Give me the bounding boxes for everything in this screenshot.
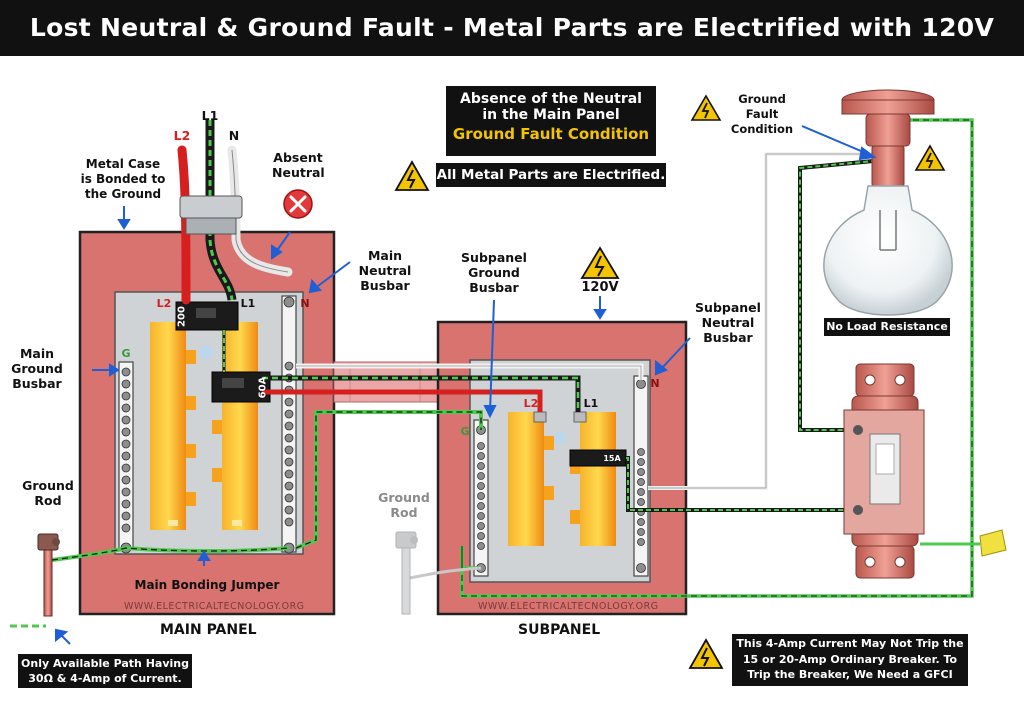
electrified-box: All Metal Parts are Electrified.: [436, 163, 666, 187]
metal-case-label: Metal Case is Bonded to the Ground: [80, 157, 166, 201]
sub-l1-tag: L1: [583, 397, 599, 410]
subpanel-neutral-busbar-label: Subpanel Neutral Busbar: [695, 300, 761, 345]
main-ground-busbar-label: Main Ground Busbar: [11, 346, 63, 391]
only-path-note: Only Available Path Having 30Ω & 4-Amp o…: [18, 654, 192, 688]
sub-g-tag: G: [460, 425, 470, 438]
red-x-icon: [283, 189, 313, 219]
main-neutral-busbar-label: Main Neutral Busbar: [358, 248, 412, 293]
main-l1-tag: L1: [240, 297, 256, 310]
ground-fault-condition-label: Ground Fault Condition: [730, 92, 794, 136]
l1-top-label: L1: [201, 108, 219, 123]
warning-icon: [688, 638, 724, 669]
website-main: WWW.ELECTRICALTECNOLOGY.ORG: [124, 601, 305, 612]
subpanel: [436, 320, 688, 616]
l2-top-label: L2: [173, 128, 191, 143]
condition-line3: Ground Fault Condition: [452, 125, 650, 143]
main-breaker-200-tag: 200: [176, 306, 188, 327]
warning-icon: [914, 144, 946, 171]
subpanel-ground-busbar-label: Subpanel Ground Busbar: [461, 250, 527, 295]
sub-l2-tag: L2: [523, 397, 539, 410]
wire-nut-icon: [979, 529, 1007, 557]
ground-rod-sub-label: Ground Rod: [378, 490, 430, 520]
bonding-jumper: [10, 545, 290, 628]
warning-icon: [394, 160, 430, 191]
absent-neutral-label: Absent Neutral: [272, 150, 325, 180]
n-top-label: N: [228, 128, 240, 143]
website-sub: WWW.ELECTRICALTECNOLOGY.ORG: [478, 601, 659, 612]
voltage-label: 120V: [581, 280, 619, 295]
ground-rod-icon: [395, 531, 418, 615]
service-entrance: [177, 120, 293, 305]
light-bulb-icon: [823, 89, 953, 316]
main-busbar-comb: [150, 322, 258, 530]
sub-breaker-tag: 15A: [603, 454, 621, 463]
gfci-note: This 4-Amp Current May Not Trip the 15 o…: [732, 634, 968, 697]
conduit: [333, 361, 439, 403]
feeder-wires: [222, 330, 644, 550]
subpanel-label: SUBPANEL: [518, 622, 601, 638]
no-load-label: No Load Resistance: [824, 318, 950, 336]
main-g-tag: G: [121, 347, 131, 360]
condition-line1: Absence of the Neutral: [460, 91, 642, 107]
main-n-tag: N: [300, 297, 310, 310]
warning-icon: [690, 94, 722, 121]
main-panel: [78, 230, 336, 616]
condition-box: Absence of the Neutral in the Main Panel…: [446, 86, 656, 156]
sub-n-tag: N: [650, 377, 660, 390]
page-title: Lost Neutral & Ground Fault - Metal Part…: [0, 0, 1024, 56]
ground-rod-main-label: Ground Rod: [22, 478, 74, 508]
ground-rod-icon: [37, 533, 60, 617]
callout-arrows: [55, 125, 877, 645]
main-panel-label: MAIN PANEL: [160, 622, 257, 638]
main-breaker-60-tag: 60A: [257, 376, 269, 399]
condition-line2: in the Main Panel: [482, 107, 620, 123]
branch-circuit: [409, 118, 980, 598]
main-bonding-jumper-label: Main Bonding Jumper: [134, 578, 280, 592]
warning-icon: [580, 246, 620, 279]
main-l2-tag: L2: [156, 297, 172, 310]
light-switch-icon: [843, 363, 925, 579]
